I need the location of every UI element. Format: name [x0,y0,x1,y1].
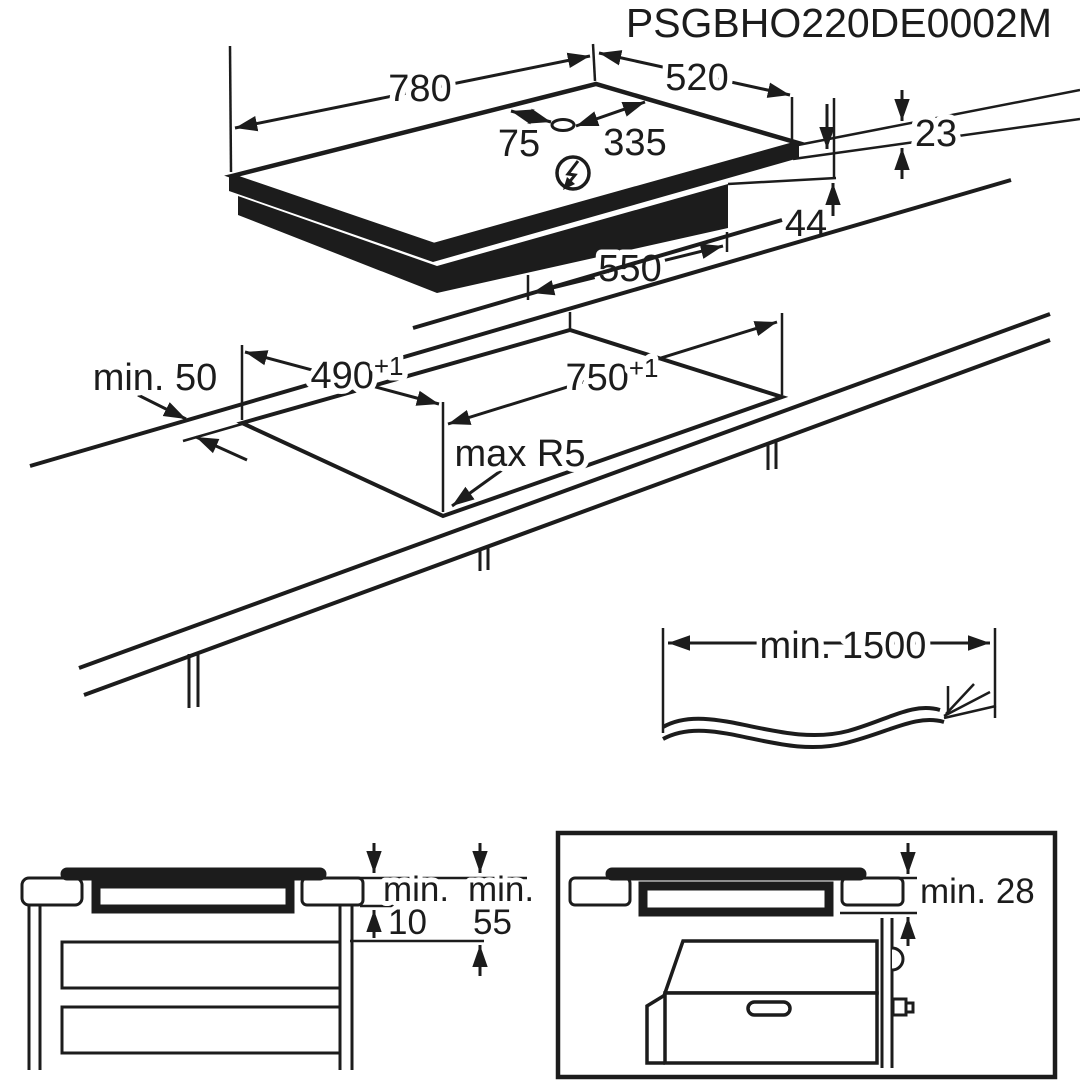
view-frame [555,830,1058,1080]
hob-glass-edge-band [229,142,799,262]
worktop-surface-line [792,117,1080,161]
dimension-height-above-worktop: 23 [894,90,963,179]
svg-text:335: 335 [603,122,666,164]
svg-text:10: 10 [388,903,427,942]
svg-text:min. 1500: min. 1500 [760,625,927,667]
drawer-clearance-view: min. 10 min. 55 [20,843,539,1070]
power-cable-drawing: min. 1500 [661,620,997,749]
hob-body-bottom-line [727,176,837,186]
dimension-cable-offset-left: 75 [492,108,552,171]
svg-text:750+1: 750+1 [565,353,658,399]
svg-text:75: 75 [498,123,540,165]
dimension-worktop-to-drawer-clearance: min. 55 [463,843,539,976]
bench-front-edge [78,312,1051,708]
hinge-bump [891,946,905,972]
annotation-corner-radius: max R5 [449,428,591,508]
worktop-left-section [20,876,84,907]
cabinet-side-panel [880,918,915,1068]
glass-top-extension-line [797,88,1080,147]
dimension-glass-width: 780 [228,43,597,173]
svg-text:520: 520 [665,57,728,99]
worktop-right-section [840,876,905,907]
dimension-cable-offset-right: 335 [575,100,672,170]
drawer-front-lower [60,1005,342,1055]
hob-body-band [238,184,728,293]
cable-lower-line [662,718,945,749]
worktop-left-section [568,876,632,907]
hob-body-section [638,881,834,917]
dimension-hob-to-drawer-gap: min. 10 [366,843,454,947]
svg-text:55: 55 [473,903,512,942]
worktop-cutout-view: min. 50 490+1 750+1 max R5 [29,178,1051,708]
drawer-front-upper [60,940,342,990]
hob-body-section [91,879,295,914]
oven-left-side [645,993,666,1065]
svg-text:23: 23 [915,113,957,155]
worktop-right-section [300,876,365,907]
hob-isometric-view: 780 520 75 335 23 44 [224,43,1080,300]
dimension-front-clearance: min. 50 [87,352,248,462]
dimension-cutout-width: 750+1 [447,313,784,426]
built-in-oven [645,939,879,1065]
fixing-screw-tip [904,1001,915,1014]
dimension-hob-to-oven-clearance: min. 28 [900,843,1040,946]
oven-clearance-view: min. 28 [555,830,1058,1080]
svg-text:min. 28: min. 28 [920,872,1035,911]
svg-text:min.: min. [468,870,534,909]
svg-text:max R5: max R5 [455,433,586,475]
dimension-glass-depth: 520 [598,50,794,145]
svg-text:min.: min. [383,870,449,909]
svg-text:490+1: 490+1 [310,351,403,397]
svg-text:min. 50: min. 50 [93,357,218,399]
svg-text:780: 780 [388,68,451,110]
oven-handle [746,1000,792,1017]
dimension-cutout-depth: 490+1 [240,345,445,512]
cable-upper-line [662,706,941,737]
cable-stripped-end [943,683,997,720]
oven-top [662,939,879,995]
power-connection-icon [555,155,591,191]
worktop-back-edge [412,218,783,330]
fixing-screw [891,997,908,1017]
model-number: PSGBHO220DE0002M [626,0,1052,46]
cable-gland-hole [550,118,576,132]
